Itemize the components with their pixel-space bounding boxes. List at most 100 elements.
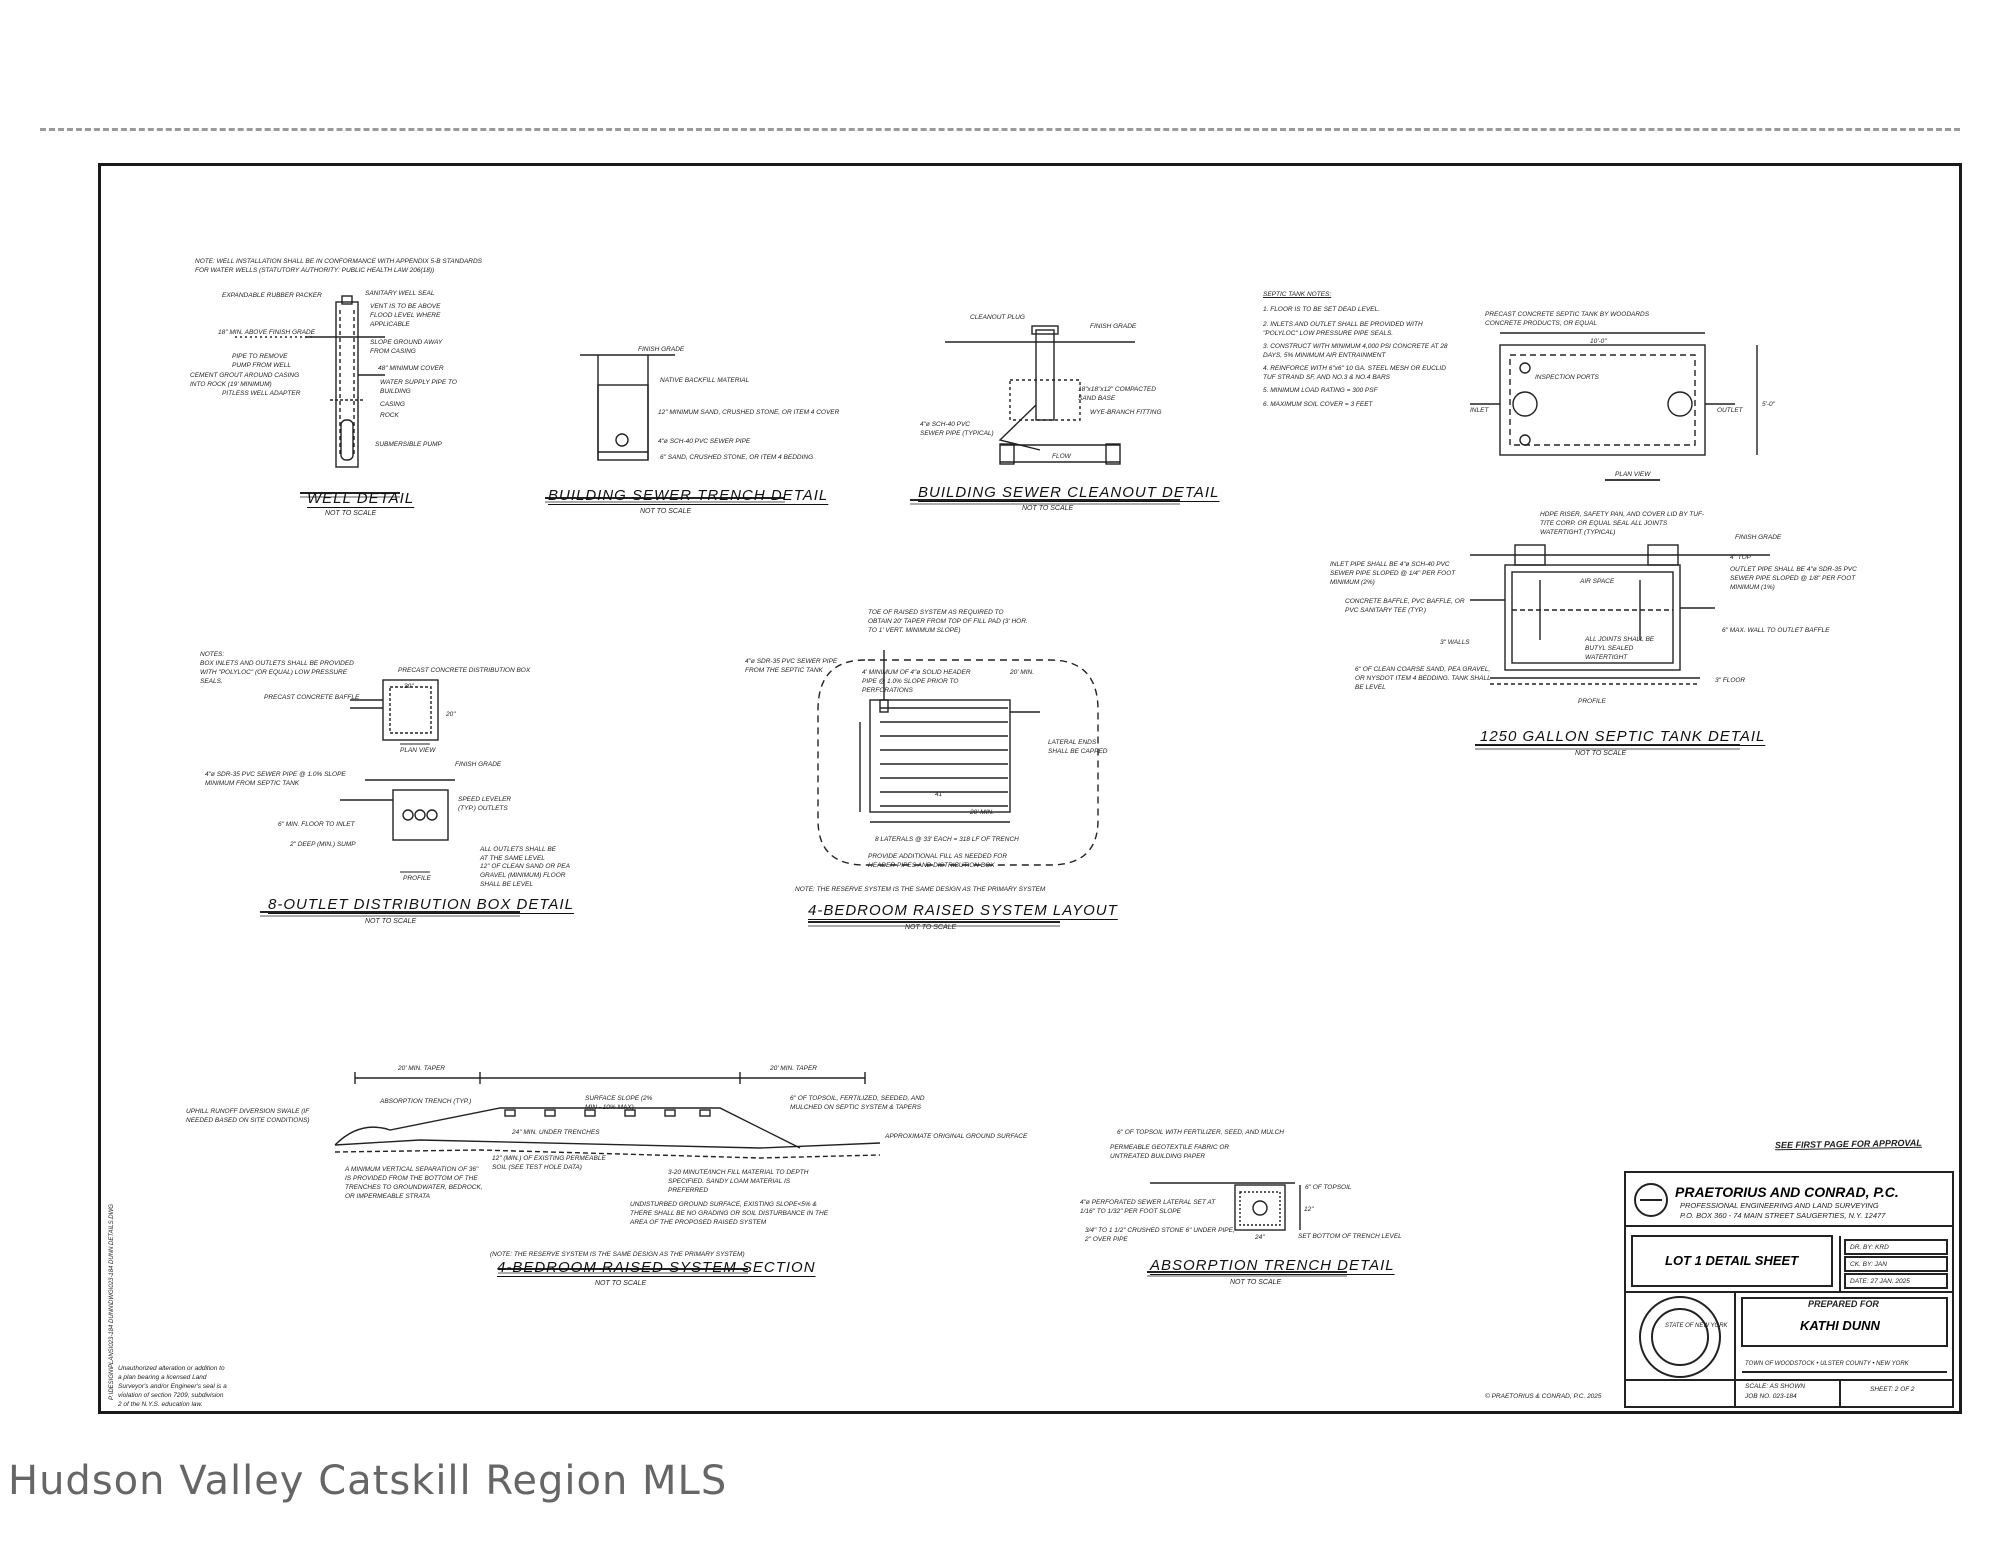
dbox-label: PLAN VIEW — [400, 747, 436, 754]
dbox-scale: NOT TO SCALE — [365, 918, 417, 925]
town-line: TOWN OF WOODSTOCK • ULSTER COUNTY • NEW … — [1745, 1361, 1909, 1367]
seal-text: STATE OF NEW YORK — [1665, 1323, 1728, 1329]
dbox-label: 12" OF CLEAN SAND OR PEA GRAVEL (MINIMUM… — [480, 863, 570, 888]
absorption-label: SET BOTTOM OF TRENCH LEVEL — [1298, 1233, 1402, 1240]
sewer-trench-scale: NOT TO SCALE — [640, 508, 692, 515]
client-name: KATHI DUNN — [1800, 1318, 1880, 1333]
absorption-label: 24" — [1255, 1234, 1265, 1241]
well-label: VENT IS TO BE ABOVE FLOOD LEVEL WHERE AP… — [370, 303, 441, 328]
cleanout-label: 18"x18"x12" COMPACTED SAND BASE — [1078, 386, 1156, 402]
sheet-number: SHEET: 2 OF 2 — [1870, 1386, 1915, 1393]
dbox-label: 6" MIN. FLOOR TO INLET — [278, 821, 355, 828]
absorption-label: 12" — [1304, 1206, 1314, 1213]
section-label: UNDISTURBED GROUND SURFACE, EXISTING SLO… — [630, 1201, 829, 1226]
dbox-label: PRECAST CONCRETE BAFFLE — [264, 694, 360, 701]
sewer-trench-title: BUILDING SEWER TRENCH DETAIL — [548, 487, 829, 504]
section-label: ABSORPTION TRENCH (TYP.) — [380, 1098, 472, 1105]
cleanout-drawing — [910, 325, 1180, 505]
section-label: 6" OF TOPSOIL, FERTILIZED, SEEDED, AND M… — [790, 1095, 925, 1111]
dbox-label: FINISH GRADE — [455, 761, 502, 768]
section-label: 24" MIN. UNDER TRENCHES — [512, 1129, 600, 1136]
trench-label: 12" MINIMUM SAND, CRUSHED STONE, OR ITEM… — [658, 409, 840, 416]
absorption-label: 3/4" TO 1 1/2" CRUSHED STONE 6" UNDER PI… — [1085, 1227, 1235, 1243]
section-label: 20' MIN. TAPER — [398, 1065, 445, 1072]
title-block-frame — [1624, 1171, 1954, 1408]
absorption-scale: NOT TO SCALE — [1230, 1279, 1282, 1286]
section-label: 20' MIN. TAPER — [770, 1065, 817, 1072]
well-label: PITLESS WELL ADAPTER — [222, 390, 301, 397]
section-label: SURFACE SLOPE (2% MIN - 10% MAX) — [585, 1095, 653, 1111]
well-label: SUBMERSIBLE PUMP — [375, 441, 442, 448]
well-label: PIPE TO REMOVE PUMP FROM WELL — [232, 353, 291, 369]
absorption-label: 6" OF TOPSOIL — [1305, 1184, 1352, 1191]
septic-label: 6" OF CLEAN COARSE SAND, PEA GRAVEL, OR … — [1355, 666, 1491, 691]
septic-label: 10'-0" — [1590, 338, 1607, 345]
septic-label: ALL JOINTS SHALL BE BUTYL SEALED WATERTI… — [1585, 636, 1655, 661]
septic-label: PRECAST CONCRETE SEPTIC TANK BY WOODARDS… — [1485, 311, 1650, 327]
trench-label: FINISH GRADE — [638, 346, 685, 353]
well-label: ROCK — [380, 412, 399, 419]
septic-note: 6. MAXIMUM SOIL COVER = 3 FEET — [1263, 401, 1373, 408]
well-detail-scale: NOT TO SCALE — [325, 510, 377, 517]
drawing-sheet-border — [98, 163, 1962, 1414]
prepared-for-label: PREPARED FOR — [1808, 1299, 1879, 1309]
sheet-trim-line — [40, 128, 1960, 131]
raised-section-title: 4-BEDROOM RAISED SYSTEM SECTION — [497, 1259, 816, 1276]
cleanout-scale: NOT TO SCALE — [1022, 505, 1074, 512]
job-number: JOB NO. 023-184 — [1745, 1393, 1797, 1400]
septic-tank-title: 1250 GALLON SEPTIC TANK DETAIL — [1480, 728, 1766, 745]
septic-note: 2. INLETS AND OUTLET SHALL BE PROVIDED W… — [1263, 321, 1423, 337]
septic-label: 6" MAX. WALL TO OUTLET BAFFLE — [1722, 627, 1830, 634]
trench-label: 6" SAND, CRUSHED STONE, OR ITEM 4 BEDDIN… — [660, 454, 814, 461]
well-label: SLOPE GROUND AWAY FROM CASING — [370, 339, 443, 355]
well-label: EXPANDABLE RUBBER PACKER — [222, 292, 322, 299]
septic-label: PROFILE — [1578, 698, 1606, 705]
unauthorized-alteration-note: Unauthorized alteration or addition to a… — [118, 1365, 227, 1408]
firm-address: P.O. BOX 360 - 74 MAIN STREET SAUGERTIES… — [1680, 1211, 1886, 1220]
layout-label: 41' — [935, 791, 944, 798]
layout-label: 4' MINIMUM OF 4"ø SOLID HEADER PIPE @ 1.… — [862, 669, 971, 694]
layout-label: 8 LATERALS @ 33' EACH = 318 LF OF TRENCH — [875, 836, 1019, 843]
absorption-title: ABSORPTION TRENCH DETAIL — [1150, 1257, 1395, 1274]
septic-label: 3" WALLS — [1440, 639, 1470, 646]
drawn-by: DR. BY: KRD — [1850, 1244, 1889, 1251]
layout-label: 20' MIN. — [970, 809, 994, 816]
dbox-label: 2" DEEP (MIN.) SUMP — [290, 841, 356, 848]
trench-label: 4"ø SCH-40 PVC SEWER PIPE — [658, 438, 751, 445]
raised-layout-drawing — [808, 650, 1099, 927]
section-note: (NOTE: THE RESERVE SYSTEM IS THE SAME DE… — [490, 1251, 745, 1258]
sheet-title: LOT 1 DETAIL SHEET — [1665, 1253, 1799, 1268]
cleanout-label: CLEANOUT PLUG — [970, 314, 1025, 321]
raised-layout-title: 4-BEDROOM RAISED SYSTEM LAYOUT — [808, 902, 1118, 919]
septic-tank-plan-drawing — [1470, 332, 1758, 481]
well-label: CEMENT GROUT AROUND CASING INTO ROCK (19… — [190, 372, 300, 388]
septic-label: FINISH GRADE — [1735, 534, 1782, 541]
dbox-label: ALL OUTLETS SHALL BE AT THE SAME LEVEL — [480, 846, 556, 862]
absorption-trench-drawing — [1147, 1182, 1347, 1277]
absorption-label: 6" OF TOPSOIL WITH FERTILIZER, SEED, AND… — [1117, 1129, 1285, 1136]
firm-name: PRAETORIUS AND CONRAD, P.C. — [1675, 1184, 1899, 1200]
layout-label: TOE OF RAISED SYSTEM AS REQUIRED TO OBTA… — [868, 609, 1028, 634]
copyright: © PRAETORIUS & CONRAD, P.C. 2025 — [1485, 1393, 1602, 1400]
trench-label: NATIVE BACKFILL MATERIAL — [660, 377, 750, 384]
dbox-label: 20" — [446, 711, 456, 718]
cleanout-label: FLOW — [1052, 453, 1071, 460]
section-label: 3-20 MINUTE/INCH FILL MATERIAL TO DEPTH … — [668, 1169, 809, 1194]
dbox-profile-drawing — [260, 779, 520, 917]
section-label: APPROXIMATE ORIGINAL GROUND SURFACE — [885, 1133, 1028, 1140]
raised-section-drawing — [334, 1072, 881, 1274]
septic-label: 4" TOP — [1730, 554, 1751, 561]
cleanout-label: WYE-BRANCH FITTING — [1090, 409, 1162, 416]
septic-note: 5. MINIMUM LOAD RATING = 300 PSF — [1263, 387, 1378, 394]
well-label: WATER SUPPLY PIPE TO BUILDING — [380, 379, 457, 395]
septic-label: PLAN VIEW — [1615, 471, 1651, 478]
septic-label: 5'-0" — [1762, 401, 1775, 408]
well-label: 18" MIN. ABOVE FINISH GRADE — [218, 329, 316, 336]
septic-label: OUTLET — [1717, 407, 1743, 414]
well-label: 48" MINIMUM COVER — [378, 365, 444, 372]
septic-note: 3. CONSTRUCT WITH MINIMUM 4,000 PSI CONC… — [1263, 343, 1448, 359]
cleanout-title: BUILDING SEWER CLEANOUT DETAIL — [918, 484, 1220, 501]
septic-label: OUTLET PIPE SHALL BE 4"ø SDR-35 PVC SEWE… — [1730, 566, 1857, 591]
layout-label: PROVIDE ADDITIONAL FILL AS NEEDED FOR HE… — [868, 853, 1008, 869]
